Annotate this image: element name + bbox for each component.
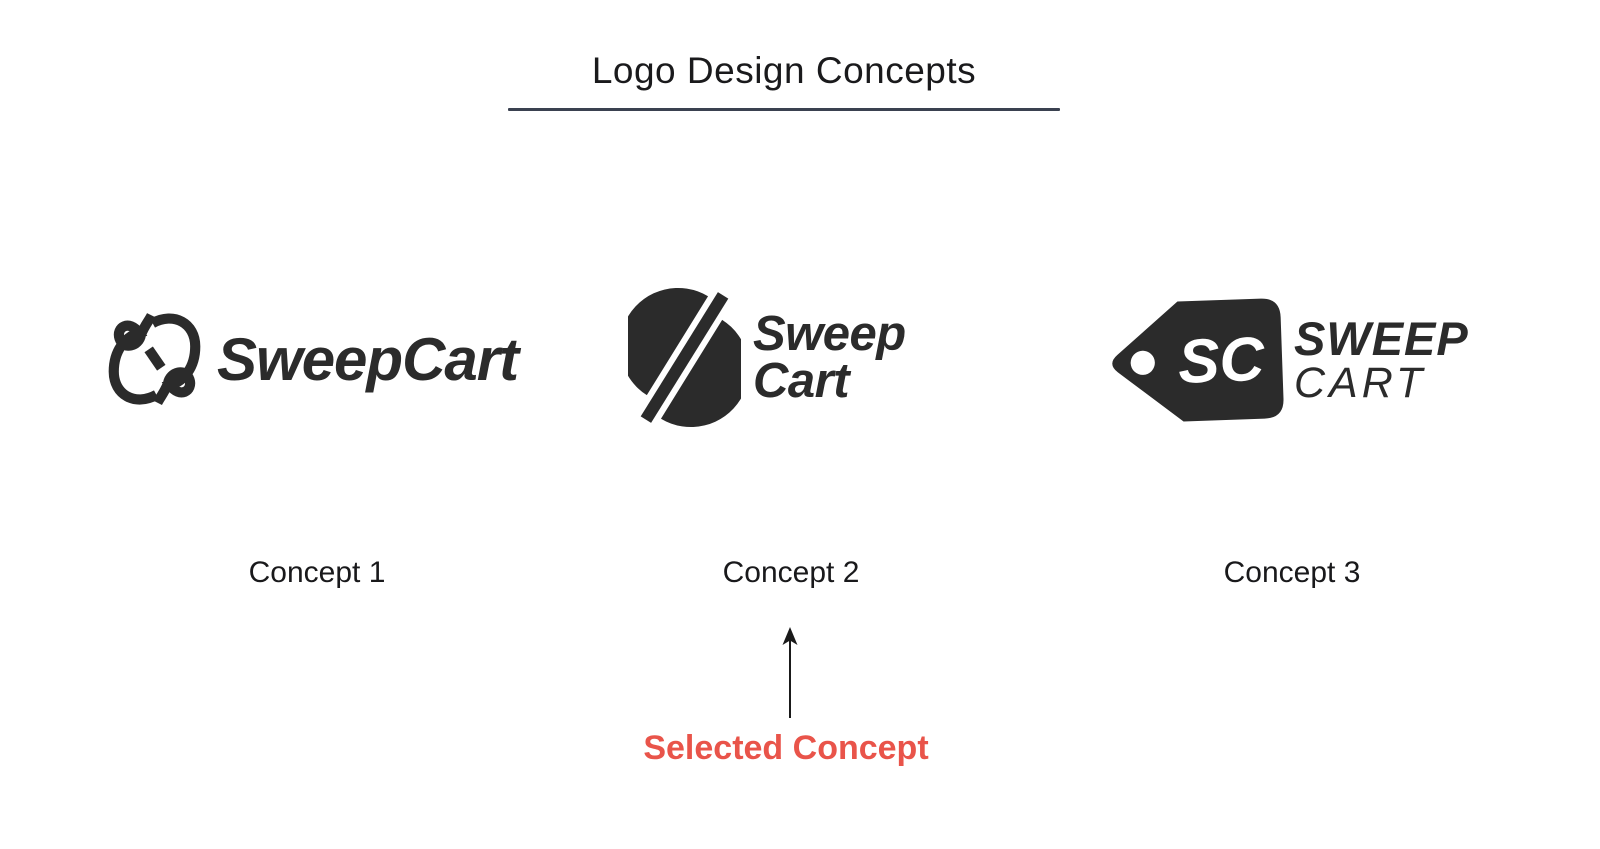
concept-1-wordmark: SweepCart <box>217 326 519 393</box>
concept-3-wordmark-line1: SWEEP <box>1294 312 1469 366</box>
selected-concept-label: Selected Concept <box>643 729 929 767</box>
page-title: Logo Design Concepts <box>591 50 977 91</box>
interlocked-swirl-icon <box>108 312 201 406</box>
tag-monogram: SC <box>1177 325 1267 397</box>
concept-2-label: Concept 2 <box>722 556 860 589</box>
concept-1-logo: SweepCart <box>106 294 519 425</box>
concept-2-wordmark: Sweep Cart <box>753 307 906 408</box>
header: Logo Design Concepts <box>508 50 1060 111</box>
concept-2-logo: Sweep Cart <box>628 284 906 431</box>
concept-3-wordmark: SWEEP CART <box>1294 312 1469 407</box>
concept-3-wordmark-line2: CART <box>1294 358 1427 407</box>
up-arrow-icon <box>770 624 810 722</box>
concept-3-label: Concept 3 <box>1223 556 1361 589</box>
price-tag-icon: SC <box>1112 298 1284 422</box>
concept-3-logo: SC SWEEP CART <box>1104 296 1469 426</box>
concept-1-label: Concept 1 <box>248 556 386 589</box>
title-underline <box>508 108 1060 111</box>
concept-2-wordmark-line2: Cart <box>753 353 850 408</box>
split-s-slash-icon <box>628 287 741 428</box>
tag-hole <box>1130 350 1155 375</box>
concept-2-wordmark-line1: Sweep <box>753 307 906 362</box>
